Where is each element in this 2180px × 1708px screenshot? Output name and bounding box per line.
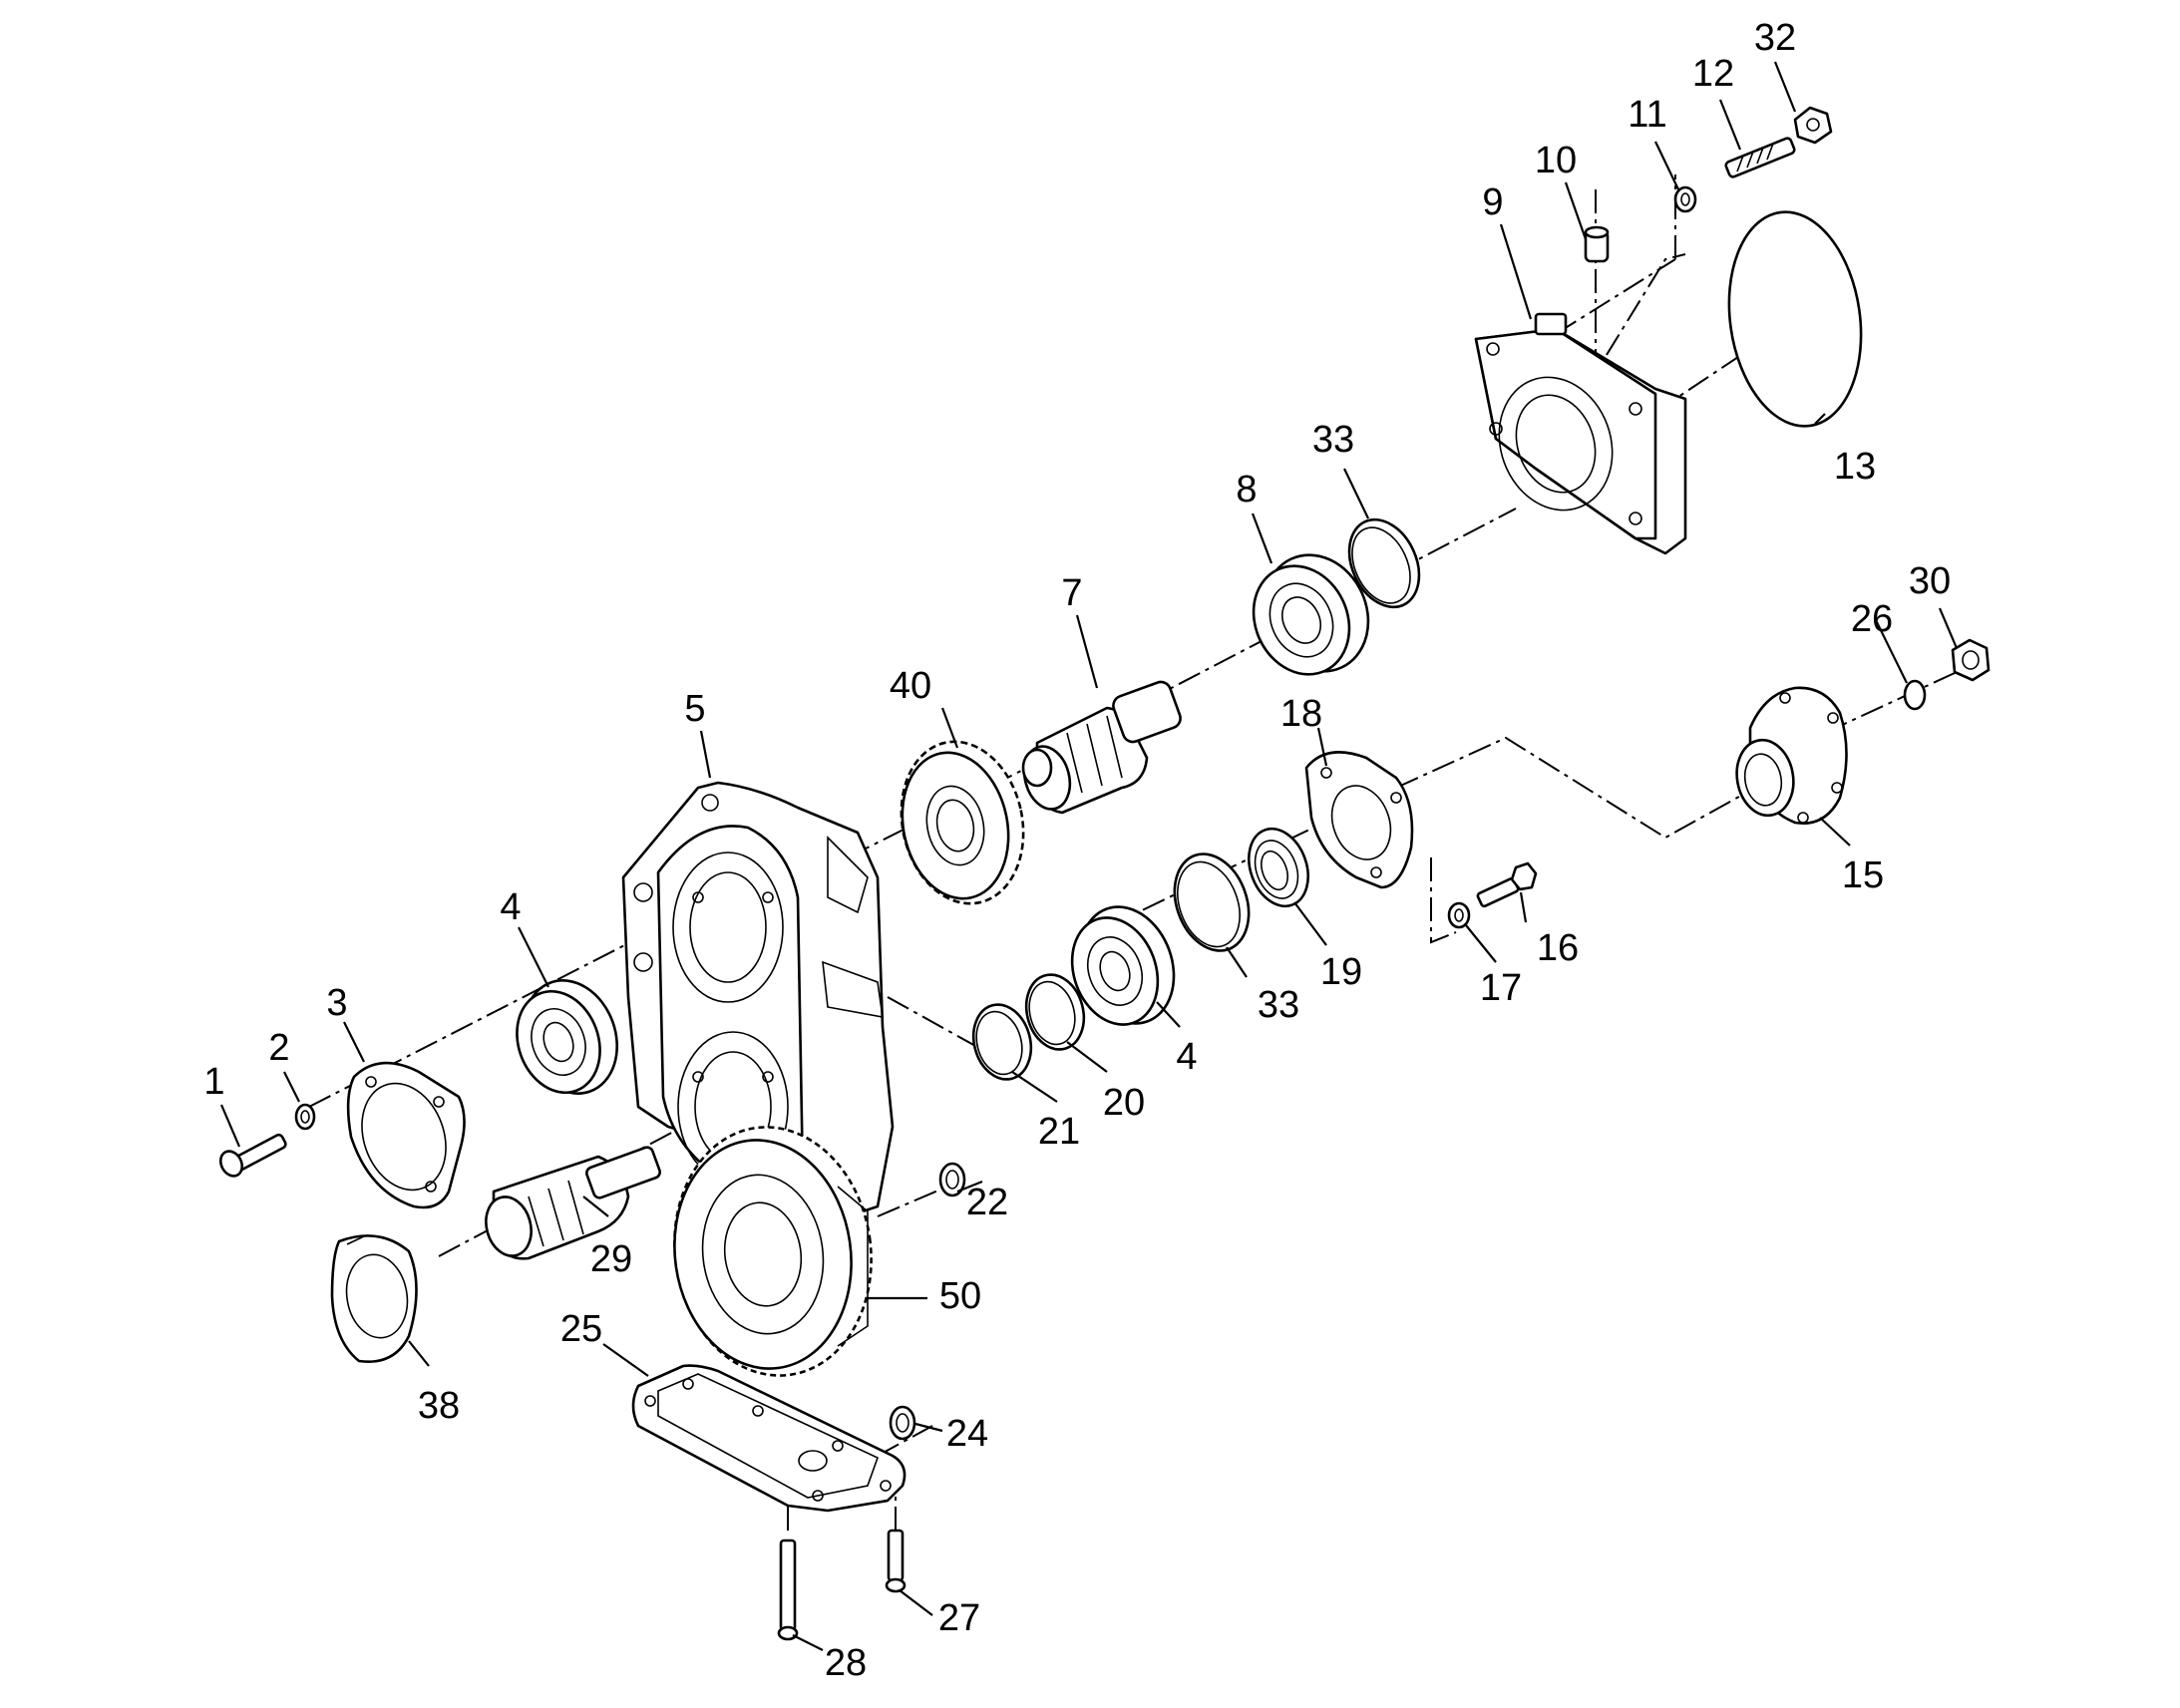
label-part-5: 5: [684, 688, 705, 730]
label-part-38: 38: [418, 1385, 460, 1427]
leader-lines: [219, 61, 1959, 1651]
label-part-16: 16: [1537, 927, 1579, 969]
label-part-20: 20: [1103, 1082, 1145, 1124]
part-11-washer[interactable]: [1673, 185, 1697, 213]
part-number-labels: 1 2 3 4 5 40 7 8 33 9 10 11 12 32 13 26 …: [203, 17, 1951, 1684]
label-part-18: 18: [1280, 693, 1322, 735]
part-27-short-bolt[interactable]: [885, 1529, 907, 1593]
part-19-oil-seal[interactable]: [1239, 821, 1318, 914]
part-10-breather[interactable]: [1584, 225, 1610, 263]
label-part-30: 30: [1909, 560, 1951, 602]
part-50-large-gear[interactable]: [659, 1115, 888, 1389]
label-part-11: 11: [1628, 94, 1666, 136]
part-26-o-ring[interactable]: [1903, 679, 1927, 711]
part-28-long-bolt[interactable]: [777, 1538, 799, 1641]
label-part-2: 2: [268, 1027, 289, 1069]
part-15-output-flange[interactable]: [1731, 686, 1848, 826]
part-9-adapter-flange[interactable]: [1474, 312, 1687, 555]
part-30-nut[interactable]: [1951, 638, 1991, 682]
label-part-3: 3: [326, 982, 347, 1024]
label-part-40: 40: [890, 665, 931, 707]
label-part-9: 9: [1482, 181, 1503, 223]
part-8-bearing[interactable]: [1237, 537, 1387, 690]
part-1-bolt[interactable]: [216, 1133, 287, 1180]
label-part-22: 22: [966, 1182, 1008, 1223]
part-2-washer[interactable]: [294, 1103, 316, 1131]
label-part-1: 1: [203, 1061, 224, 1103]
label-part-21: 21: [1038, 1111, 1080, 1153]
label-part-28: 28: [825, 1642, 867, 1684]
part-17-washer[interactable]: [1447, 901, 1471, 929]
label-part-7: 7: [1061, 572, 1082, 614]
label-part-33-upper: 33: [1312, 419, 1354, 461]
part-32-nut[interactable]: [1793, 106, 1833, 145]
part-5-gear-housing[interactable]: [621, 781, 895, 1218]
part-33-snap-ring-upper[interactable]: [1336, 509, 1433, 618]
part-13-gasket[interactable]: [1716, 203, 1875, 435]
part-4-bearing-right[interactable]: [1058, 893, 1190, 1037]
assembly-axes: [308, 174, 1956, 1531]
label-part-4-right: 4: [1176, 1036, 1197, 1078]
part-24-plug[interactable]: [889, 1405, 916, 1441]
label-part-13: 13: [1834, 446, 1876, 488]
label-part-32: 32: [1754, 17, 1796, 59]
part-4-bearing-left[interactable]: [504, 967, 632, 1107]
part-12-stud[interactable]: [1724, 137, 1796, 178]
label-part-15: 15: [1842, 854, 1884, 896]
part-3-cover-plate[interactable]: [346, 1061, 466, 1209]
part-7-pinion[interactable]: [1017, 679, 1183, 815]
label-part-29: 29: [590, 1238, 632, 1280]
label-part-4-left: 4: [500, 886, 521, 928]
label-part-12: 12: [1692, 53, 1734, 95]
label-part-8: 8: [1236, 469, 1257, 511]
part-18-seal-cover[interactable]: [1304, 751, 1414, 889]
label-part-24: 24: [946, 1413, 988, 1455]
part-40-gear[interactable]: [887, 730, 1037, 914]
part-33-snap-ring-lower[interactable]: [1162, 844, 1262, 961]
label-part-50: 50: [939, 1275, 981, 1317]
part-20-snap-ring[interactable]: [1018, 968, 1092, 1056]
label-part-27: 27: [938, 1597, 980, 1639]
label-part-10: 10: [1535, 140, 1577, 181]
part-21-snap-ring[interactable]: [965, 998, 1039, 1086]
part-38-seal-ring[interactable]: [330, 1234, 418, 1363]
label-part-33-lower: 33: [1258, 984, 1299, 1026]
part-25-bottom-cover[interactable]: [631, 1364, 907, 1513]
label-part-17: 17: [1480, 967, 1522, 1009]
part-22-plug[interactable]: [938, 1162, 966, 1197]
label-part-26: 26: [1851, 598, 1893, 640]
label-part-19: 19: [1320, 951, 1362, 993]
part-16-bolt[interactable]: [1476, 861, 1538, 908]
part-29-pinion-shaft[interactable]: [480, 1146, 661, 1261]
label-part-25: 25: [560, 1308, 602, 1350]
